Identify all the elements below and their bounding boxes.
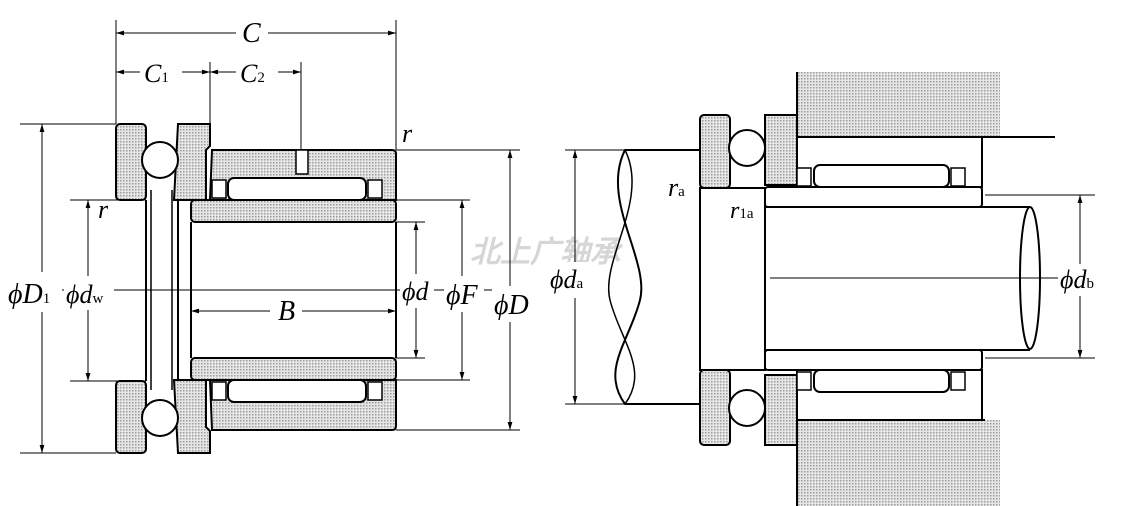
label-C: C	[242, 18, 261, 49]
label-r1a: r1a	[730, 198, 754, 224]
ball-bottom	[141, 399, 179, 437]
label-B: B	[278, 296, 295, 327]
watermark: 北上广轴承	[470, 235, 624, 270]
label-phi-D: ϕD	[494, 290, 529, 321]
label-phi-da: ϕda	[550, 265, 583, 294]
label-phi-d: ϕd	[402, 277, 429, 306]
label-C2: C2	[240, 59, 265, 88]
label-phi-dw: ϕdw	[66, 280, 103, 309]
left-bearing-section	[115, 123, 397, 454]
right-installation-section	[607, 72, 1055, 506]
ball-top	[141, 141, 179, 179]
label-phi-D1: ϕD1	[8, 279, 50, 310]
label-phi-db: ϕdb	[1060, 265, 1094, 294]
label-C1: C1	[144, 59, 169, 88]
label-r-top: r	[402, 119, 413, 148]
label-phi-F: ϕF	[446, 280, 479, 311]
label-r-left: r	[98, 195, 109, 224]
label-ra: ra	[668, 173, 685, 202]
